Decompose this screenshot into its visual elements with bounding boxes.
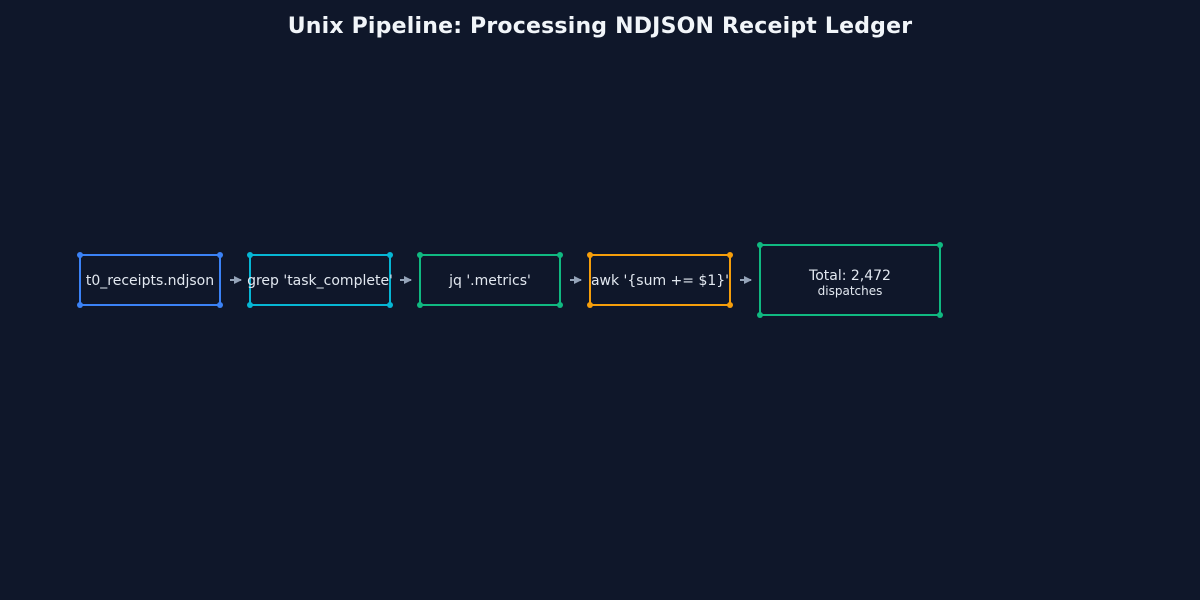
corner-dot	[587, 302, 593, 308]
stage-label: jq '.metrics'	[448, 273, 531, 289]
corner-dot	[557, 302, 563, 308]
corner-dot	[77, 302, 83, 308]
corner-dot	[247, 302, 253, 308]
stage-box	[249, 254, 391, 306]
corner-dot	[387, 302, 393, 308]
stage-label: grep 'task_complete'	[247, 273, 393, 289]
stage-jq: jq '.metrics'	[417, 252, 563, 308]
corner-dot	[937, 242, 943, 248]
corner-dot	[417, 302, 423, 308]
stage-grep: grep 'task_complete'	[247, 252, 393, 308]
corner-dot	[387, 252, 393, 258]
stage-box	[759, 244, 941, 316]
stage-input-file: t0_receipts.ndjson	[77, 252, 223, 308]
corner-dot	[937, 312, 943, 318]
corner-dot	[587, 252, 593, 258]
corner-dot	[727, 302, 733, 308]
corner-dot	[417, 252, 423, 258]
corner-dot	[757, 242, 763, 248]
stage-awk: awk '{sum += $1}'	[587, 252, 733, 308]
corner-dot	[727, 252, 733, 258]
stage-result: Total: 2,472 dispatches	[757, 242, 943, 318]
corner-dot	[557, 252, 563, 258]
corner-dot	[247, 252, 253, 258]
stage-label: t0_receipts.ndjson	[86, 273, 214, 289]
stage-box	[79, 254, 221, 306]
corner-dot	[217, 252, 223, 258]
corner-dot	[77, 252, 83, 258]
diagram-title: Unix Pipeline: Processing NDJSON Receipt…	[287, 14, 913, 39]
corner-dot	[217, 302, 223, 308]
stage-box	[589, 254, 731, 306]
stage-label: awk '{sum += $1}'	[591, 273, 729, 289]
stage-box	[419, 254, 561, 306]
result-total-label: Total: 2,472	[808, 268, 891, 284]
result-unit-label: dispatches	[818, 284, 883, 298]
corner-dot	[757, 312, 763, 318]
